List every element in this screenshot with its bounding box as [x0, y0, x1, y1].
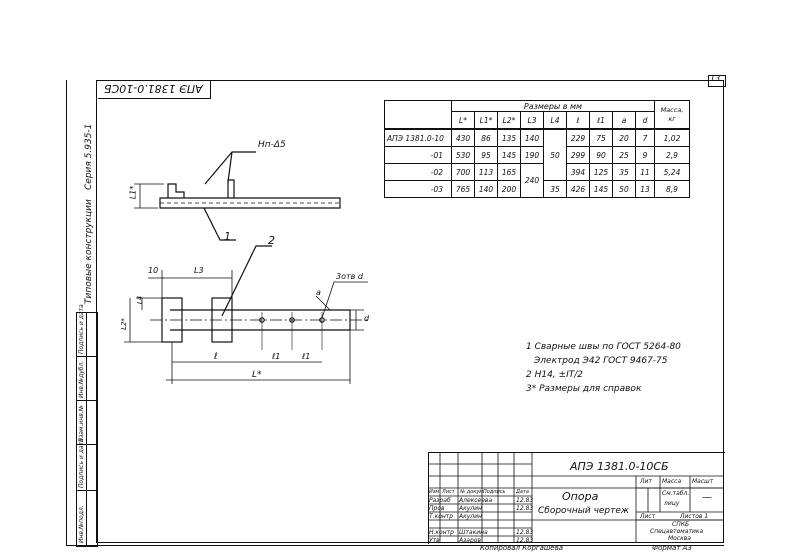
right-block [211, 297, 233, 343]
staff-name-3: Акулин [459, 513, 482, 520]
weld-symbol: Нп-Δ5 [258, 140, 286, 150]
dim-ell1-label-a: ℓ1 [272, 352, 281, 361]
staff-date-1: 12.83 [516, 497, 534, 504]
staff-hdr-2: Лист [442, 489, 455, 495]
staff-hdr-4: Подпись [483, 489, 506, 495]
note-2: 2 Н14, ±IT/2 [526, 370, 583, 380]
dim-l3-label: L3 [194, 266, 204, 275]
hdr-d: d [635, 111, 655, 129]
tb-scale: Масшт [692, 478, 714, 485]
mass-header: Масса, кг [654, 100, 690, 129]
staff-date-4: 12.83 [516, 529, 534, 536]
stamp-sep-3 [76, 444, 96, 445]
left-stamp-columns [76, 312, 98, 547]
left-margin-line [66, 80, 67, 546]
plate-outline [159, 197, 341, 209]
hdr-ell1: ℓ1 [589, 111, 613, 129]
note-3: 3* Размеры для справок [526, 384, 642, 394]
callout-2-leader [221, 245, 272, 317]
callout-1-leader [203, 207, 236, 241]
stamp-sep-2 [76, 400, 96, 401]
tb-subtitle: Сборочный чертеж [538, 506, 630, 516]
tb-mass-value2: лицу [664, 500, 680, 507]
staff-hdr-3: № докум. [460, 489, 485, 495]
tb-lit: Лит [640, 478, 652, 485]
dim-L-label: L* [252, 370, 262, 380]
bottom-margin-line [66, 545, 724, 546]
note-1b: Электрод Э42 ГОСТ 9467-75 [534, 356, 668, 366]
tb-scale-value: — [702, 492, 712, 503]
staff-role-1: Разраб [429, 497, 451, 504]
staff-name-5: Азаров [459, 537, 481, 544]
tb-org-1: СПКБ [672, 521, 690, 528]
tb-org-2: Спецавтоматика [650, 528, 704, 535]
staff-hdr-5: Дата [516, 489, 529, 495]
a-dim-leader [315, 295, 331, 311]
tb-mass-value: См.табл. [662, 490, 690, 497]
dim-ell-label: ℓ [214, 352, 218, 362]
staff-name-1: Алексеева [459, 497, 493, 504]
weld-leader [204, 151, 256, 185]
table-row: -03 765 140 200 35 426 145 50 13 8,9 [384, 180, 690, 198]
d-dim [344, 309, 364, 331]
dim-l3 [162, 270, 233, 298]
callout-2: 2 [268, 234, 275, 247]
left-stamp-divider [86, 312, 87, 545]
staff-role-4: Н.контр [429, 529, 454, 536]
stamp-sep-1 [76, 356, 96, 357]
staff-date-2: 12.83 [516, 505, 534, 512]
staff-role-5: Утв [429, 537, 440, 544]
bracket-right [227, 179, 235, 198]
holes-label: 3отв d [336, 272, 363, 281]
tb-sheet: Лист [640, 513, 656, 520]
dim-d-label: d [364, 314, 370, 323]
tb-org-3: Москва [668, 535, 691, 542]
tb-designation: АПЭ 1381.0-10СБ [570, 460, 669, 473]
dim-l2 [124, 298, 162, 343]
staff-role-3: Т.контр [429, 513, 454, 520]
table-row: АПЭ 1381.0-10 430 86 135 140 50 229 75 2… [384, 129, 690, 181]
spec-table: Размеры в мм Масса, кг L* L1* L2* L3 L4 … [384, 100, 690, 198]
sheet-number: 13 [710, 74, 721, 83]
title-block [428, 452, 725, 544]
bracket-left [167, 183, 185, 198]
staff-hdr-1: Изм [429, 489, 440, 495]
dim-a-label: a [316, 288, 321, 297]
dim-ell [171, 342, 262, 384]
format: Формат А3 [652, 544, 692, 552]
staff-name-4: Штакина [459, 529, 488, 536]
note-1: 1 Сварные швы по ГОСТ 5264-80 [526, 342, 681, 352]
dim-10 [148, 270, 164, 298]
sheet-number-box [708, 75, 726, 87]
dim-ell1-label-b: ℓ1 [302, 352, 311, 361]
dim-l1-line [134, 183, 164, 209]
merged-l3: 240 [520, 163, 544, 198]
staff-name-2: Акулин [459, 505, 482, 512]
staff-role-2: Пров [429, 505, 445, 512]
dim-L [166, 330, 351, 384]
drawing-frame [96, 80, 724, 543]
top-left-stamp [98, 80, 211, 99]
table-row: -01 530 95 145 190 299 90 25 9 2,9 [384, 146, 690, 164]
tb-sheets: Листов 1 [680, 513, 709, 520]
merged-l4: 50 [543, 129, 567, 181]
tb-mass: Масса [662, 478, 682, 485]
copied-by: Копировал Коргашева [480, 544, 564, 552]
dim-10-label: 10 [148, 266, 159, 275]
callout-1: 1 [224, 230, 231, 243]
hdr-l1: L1* [474, 111, 498, 129]
stamp-sep-4 [76, 490, 96, 491]
staff-date-5: 12.83 [516, 537, 534, 544]
dim-l4 [136, 297, 162, 310]
tb-name: Опора [562, 490, 599, 503]
